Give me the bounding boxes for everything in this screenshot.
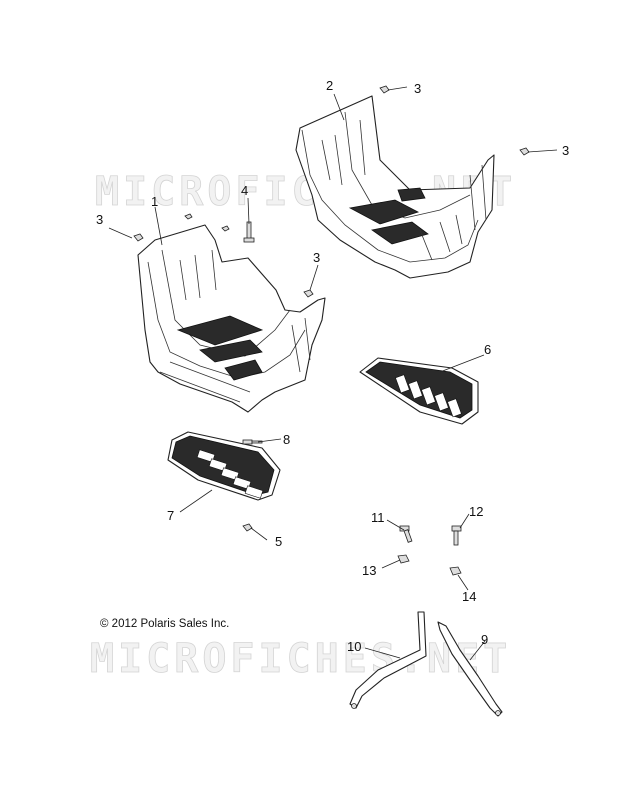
callout-11: 11: [371, 510, 385, 525]
callout-12: 12: [469, 504, 483, 519]
callout-5: 5: [275, 534, 282, 549]
hardware-3c: [519, 147, 530, 156]
copyright-text: © 2012 Polaris Sales Inc.: [100, 618, 229, 630]
screw-4: [243, 221, 255, 243]
callout-4: 4: [241, 183, 248, 198]
hardware-3b: [379, 85, 390, 94]
callout-13: 13: [362, 563, 376, 578]
bolt-11: [399, 525, 413, 543]
part-9-bracket: [437, 621, 503, 717]
callout-10: 10: [347, 639, 361, 654]
nut-5: [242, 523, 253, 532]
screw-8: [242, 439, 263, 445]
bolt-12: [451, 525, 462, 546]
part-10-bracket: [349, 611, 427, 709]
part-2-rear-footwell: [295, 95, 495, 279]
nut-14: [449, 566, 462, 576]
hardware-3d: [303, 289, 314, 298]
part-7-left-footplate: [167, 431, 281, 501]
callout-9: 9: [481, 632, 488, 647]
callout-3a: 3: [96, 212, 103, 227]
part-6-right-footplate: [359, 357, 479, 425]
callout-3d: 3: [313, 250, 320, 265]
hardware-3a: [133, 233, 144, 242]
callout-3c: 3: [562, 143, 569, 158]
callout-6: 6: [484, 342, 491, 357]
hardware-misc: [184, 213, 230, 232]
callout-8: 8: [283, 432, 290, 447]
callout-3b: 3: [414, 81, 421, 96]
watermark-bottom: MICROFICHES.NET: [90, 636, 511, 682]
callout-7: 7: [167, 508, 174, 523]
callout-2: 2: [326, 78, 333, 93]
part-1-front-footwell: [137, 224, 326, 413]
nut-13: [397, 554, 410, 564]
callout-14: 14: [462, 589, 476, 604]
leader-lines: [108, 86, 558, 661]
callout-1: 1: [151, 194, 158, 209]
